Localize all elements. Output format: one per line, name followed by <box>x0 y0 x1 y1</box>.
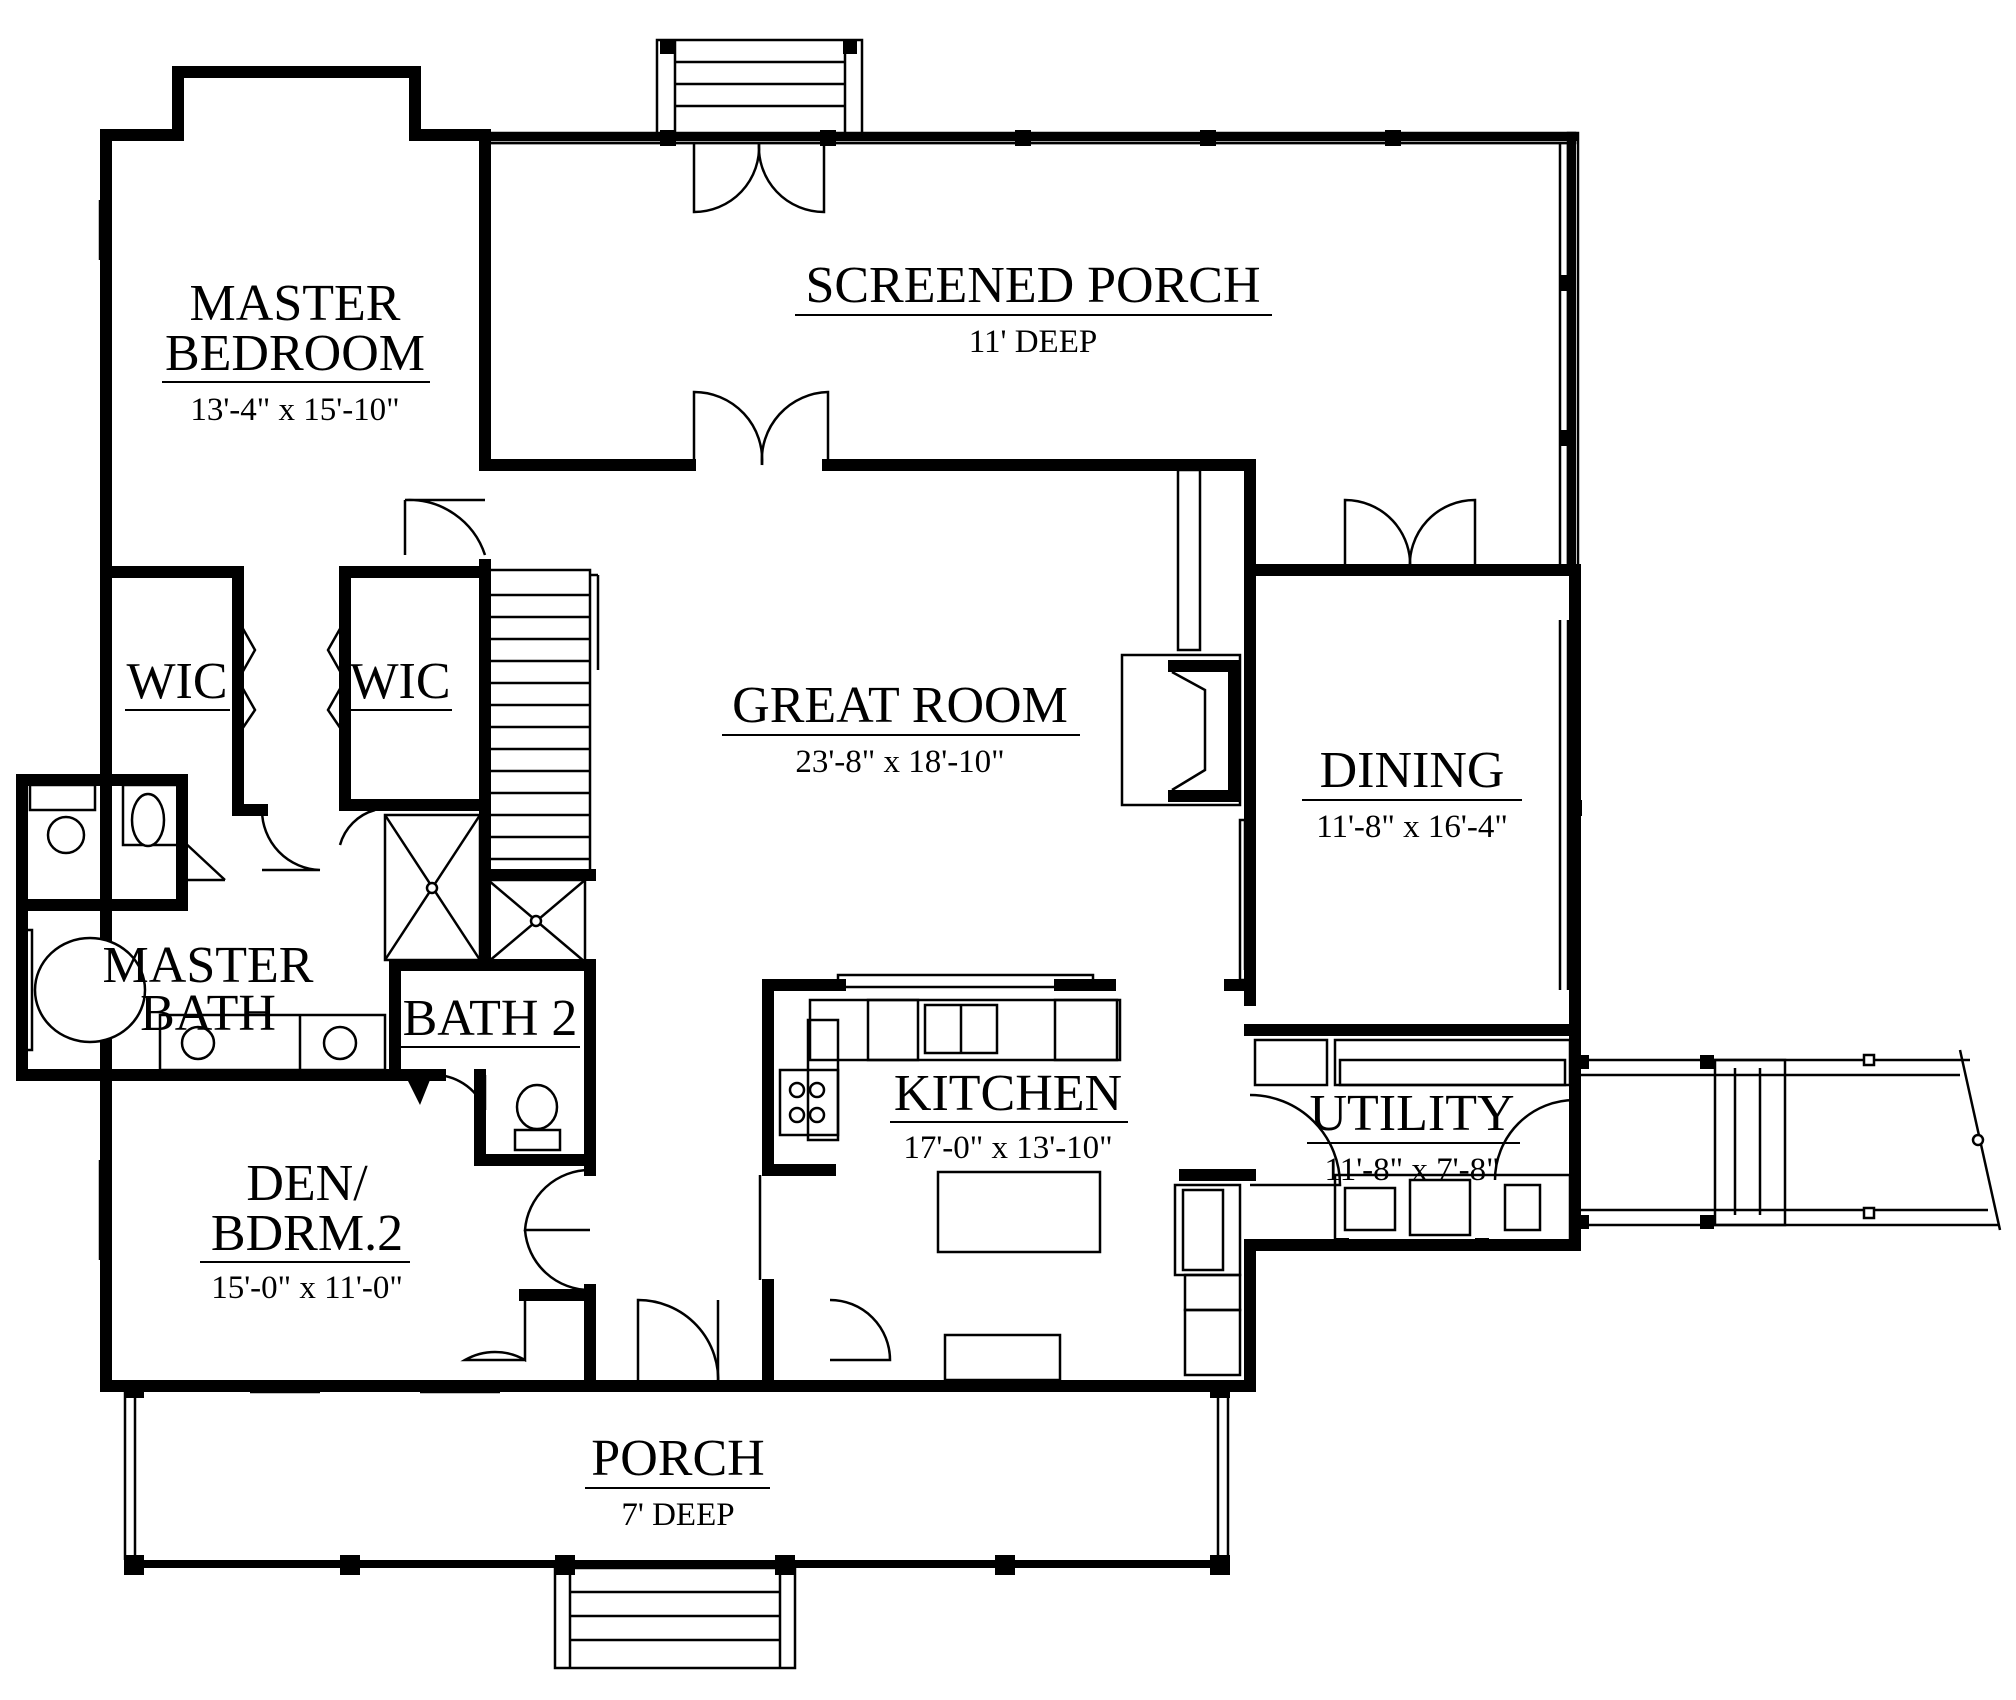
showers <box>383 813 587 964</box>
stairs <box>483 568 600 877</box>
great-room-dims: 23'-8" x 18'-10" <box>795 744 1004 780</box>
kitchen-label: KITCHEN <box>894 1065 1122 1122</box>
porch-dims: 7' DEEP <box>621 1497 734 1533</box>
dining-windows <box>1558 620 1582 990</box>
wic-right-label: WIC <box>349 653 450 710</box>
screened-porch-dims: 11' DEEP <box>969 324 1097 360</box>
bath-2-label: BATH 2 <box>403 990 578 1047</box>
utility-label: UTILITY <box>1309 1085 1514 1142</box>
master-bedroom-label-line2: BEDROOM <box>165 325 425 382</box>
den-label-line1: DEN/ <box>246 1155 368 1212</box>
great-room-label: GREAT ROOM <box>732 677 1068 734</box>
bath-2-fixtures <box>405 1075 562 1152</box>
dining-label: DINING <box>1320 742 1505 799</box>
utility-fixtures <box>1253 1038 1572 1248</box>
porch-label: PORCH <box>591 1430 764 1487</box>
kitchen-fixtures <box>778 973 1242 1382</box>
front-porch-structure <box>123 1380 1230 1670</box>
dining-dims: 11'-8" x 16'-4" <box>1316 809 1508 845</box>
master-bedroom-dims: 13'-4" x 15'-10" <box>190 392 399 428</box>
den-dims: 15'-0" x 11'-0" <box>211 1270 403 1306</box>
den-label-line2: BDRM.2 <box>211 1205 403 1262</box>
master-bath-fixtures <box>20 783 387 1072</box>
windows <box>98 200 1247 1394</box>
wic-left-label: WIC <box>126 653 227 710</box>
master-bath-label-line2: BATH <box>140 985 276 1042</box>
kitchen-dims: 17'-0" x 13'-10" <box>903 1130 1112 1166</box>
fireplace <box>1120 468 1254 982</box>
utility-dims: 11'-8" x 7'-8" <box>1324 1152 1499 1188</box>
master-bedroom-label-line1: MASTER <box>190 275 401 332</box>
side-deck <box>1575 1049 2002 1231</box>
room-labels: MASTER BEDROOM 13'-4" x 15'-10" SCREENED… <box>103 257 1522 1533</box>
screened-porch-label: SCREENED PORCH <box>805 257 1260 314</box>
master-bath-label-line1: MASTER <box>103 937 314 994</box>
screened-porch-structure <box>483 38 1580 575</box>
doors <box>181 142 1576 1387</box>
